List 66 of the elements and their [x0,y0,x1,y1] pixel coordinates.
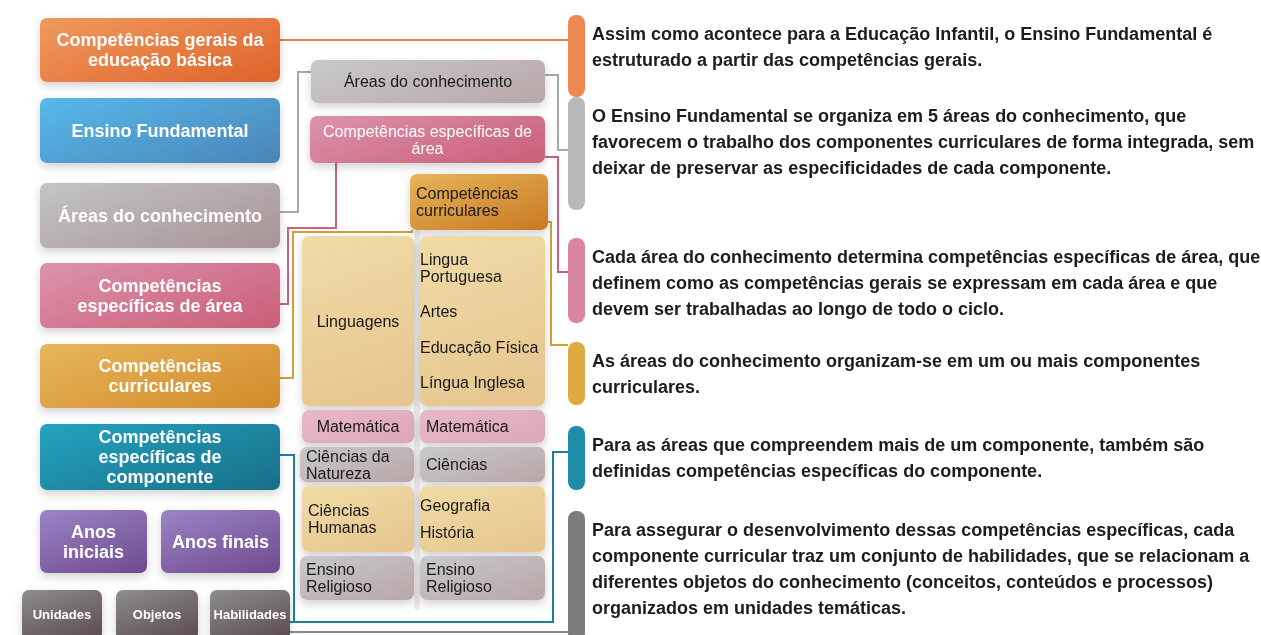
connector-line [544,74,569,151]
connector-line [289,631,569,633]
category-box [161,510,280,573]
subject-box [420,410,545,443]
box-label: Competências específicas de área [76,275,244,316]
box-label: Competências específicas de área [322,122,533,157]
category-box [40,510,147,573]
box-label: Habilidades [213,606,287,624]
description-text: Para as áreas que compreendem mais de um componente, também são definidas competências específicas do componente. [592,434,1206,483]
box-label: Ciências [426,456,488,473]
subject-box [420,556,545,600]
category-box [22,590,102,635]
box-label: Artes [420,303,458,321]
box-label: Competências curriculares [416,185,520,219]
connector-line [279,39,569,41]
connector-line [279,71,312,213]
box-label: Matemática [316,418,400,435]
description-text: O Ensino Fundamental se organiza em 5 áreas do conhecimento, que favorecem o trabalho dos componentes curriculares de forma integrada, sem deixar de preservar as especificidades de cada componente. [592,105,1256,180]
box-label: Ensino Fundamental [71,120,249,141]
connector-line [279,229,413,379]
category-box [116,590,198,635]
subject-box [410,174,548,230]
subject-box [310,116,545,163]
box-label: Áreas do conhecimento [57,205,262,226]
box-label: História [420,524,475,541]
subject-box [420,447,545,482]
description-text: Assim como acontece para a Educação Infantil, o Ensino Fundamental é estruturado a partir das competências gerais. [592,23,1214,72]
subject-box [302,410,414,443]
box-label: Unidades [32,606,92,624]
box-label: Objetos [132,606,182,624]
category-box [40,263,280,328]
description-text: Para assegurar o desenvolvimento dessas competências específicas, cada componente curricular traz um conjunto de habilidades, que se relacionam a diferentes objetos do conhecimento (conceitos, conteúdos e processos) organizados em unidades temáticas. [592,519,1251,620]
box-label: Matemática [426,418,509,435]
category-box [210,590,290,635]
connector-line [279,162,337,305]
subject-box [420,486,545,552]
box-label: Ensino Religioso [426,561,493,595]
box-label: Competências específicas de componente [97,427,223,487]
category-box [40,98,280,163]
box-label: Ciências Humanas [308,502,378,536]
box-label: Educação Física [420,338,539,356]
subject-box [302,486,414,552]
description-text: As áreas do conhecimento organizam-se em um ou mais componentes curriculares. [592,350,1202,399]
subject-box [420,236,545,406]
category-box [40,424,280,490]
subject-box [300,556,414,600]
box-label: Competências curriculares [97,356,223,396]
box-label: Anos iniciais [62,521,125,562]
connector-line [547,221,569,346]
box-label: Geografia [420,497,491,514]
description-text: Cada área do conhecimento determina competências específicas de área, que definem como as competências gerais se expressam em cada área e que devem ser trabalhadas ao longo de todo o ciclo. [592,246,1261,321]
box-label: Lingua Portuguesa [420,251,503,286]
category-box [40,18,280,82]
category-box [40,344,280,408]
subject-box [300,447,414,482]
category-box [40,183,280,248]
box-label: Anos finais [172,531,269,552]
box-label: Ciências da Natureza [306,447,391,482]
box-label: Áreas do conhecimento [343,73,513,90]
box-label: Ensino Religioso [306,561,373,595]
subject-box [302,236,414,406]
box-label: Linguagens [316,312,400,330]
box-label: Competências gerais da educação básica [55,30,265,70]
subject-box [311,60,545,103]
connector-line [544,156,569,273]
box-label: Língua Inglesa [420,373,525,391]
